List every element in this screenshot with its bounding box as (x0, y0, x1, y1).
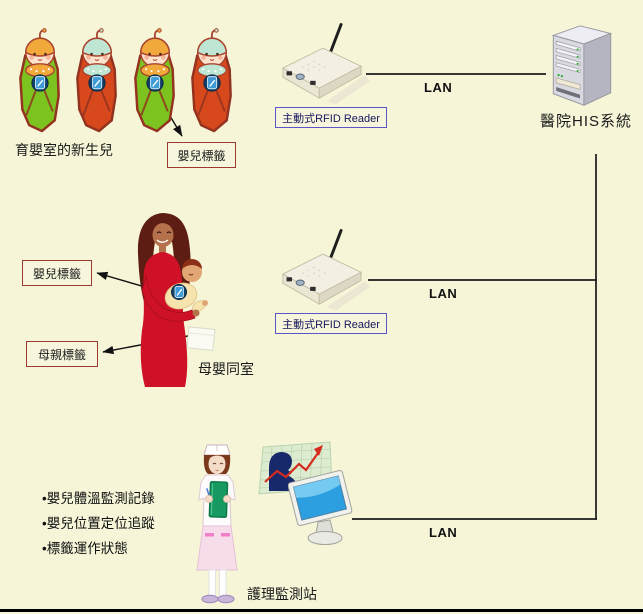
baby-icon (184, 27, 240, 135)
rfid-reader-label-1: 主動式RFID Reader (275, 107, 387, 128)
baby-icon (69, 27, 125, 135)
lan-label-3: LAN (429, 525, 458, 540)
lan-label-2: LAN (429, 286, 458, 301)
station-feature-list: •嬰兒體溫監測記錄 •嬰兒位置定位追蹤 •標籤運作狀態 (42, 486, 155, 561)
bottom-border-line (0, 609, 643, 612)
rooming-caption: 母嬰同室 (198, 361, 254, 377)
baby-tag-callout-rooming: 嬰兒標籤 (22, 260, 92, 286)
station-feature-item: •標籤運作狀態 (42, 541, 128, 556)
his-server-icon (543, 22, 621, 110)
rfid-reader-icon (272, 20, 372, 108)
rfid-reader-label-2: 主動式RFID Reader (275, 313, 387, 334)
station-feature-item: •嬰兒體溫監測記錄 (42, 491, 155, 506)
mother-tag-callout-label: 母親標籤 (37, 347, 86, 362)
baby-tag-callout-label: 嬰兒標籤 (32, 266, 81, 281)
baby-icon (127, 27, 183, 135)
rfid-reader-label-text: 主動式RFID Reader (282, 112, 380, 125)
mother-tag-callout: 母親標籤 (26, 341, 98, 367)
monitor-icon (288, 468, 356, 548)
rfid-reader-icon (272, 226, 372, 314)
station-caption: 護理監測站 (247, 586, 317, 602)
baby-icon (12, 27, 68, 135)
baby-tag-callout-label: 嬰兒標籤 (177, 148, 226, 163)
nursery-caption: 育嬰室的新生兒 (15, 142, 113, 158)
station-feature-item: •嬰兒位置定位追蹤 (42, 516, 155, 531)
baby-tag-callout-nursery: 嬰兒標籤 (167, 142, 236, 168)
lan-label-1: LAN (424, 80, 453, 95)
rfid-reader-label-text: 主動式RFID Reader (282, 318, 380, 331)
nurse-icon (184, 442, 252, 604)
his-server-caption: 醫院HIS系統 (540, 113, 633, 130)
